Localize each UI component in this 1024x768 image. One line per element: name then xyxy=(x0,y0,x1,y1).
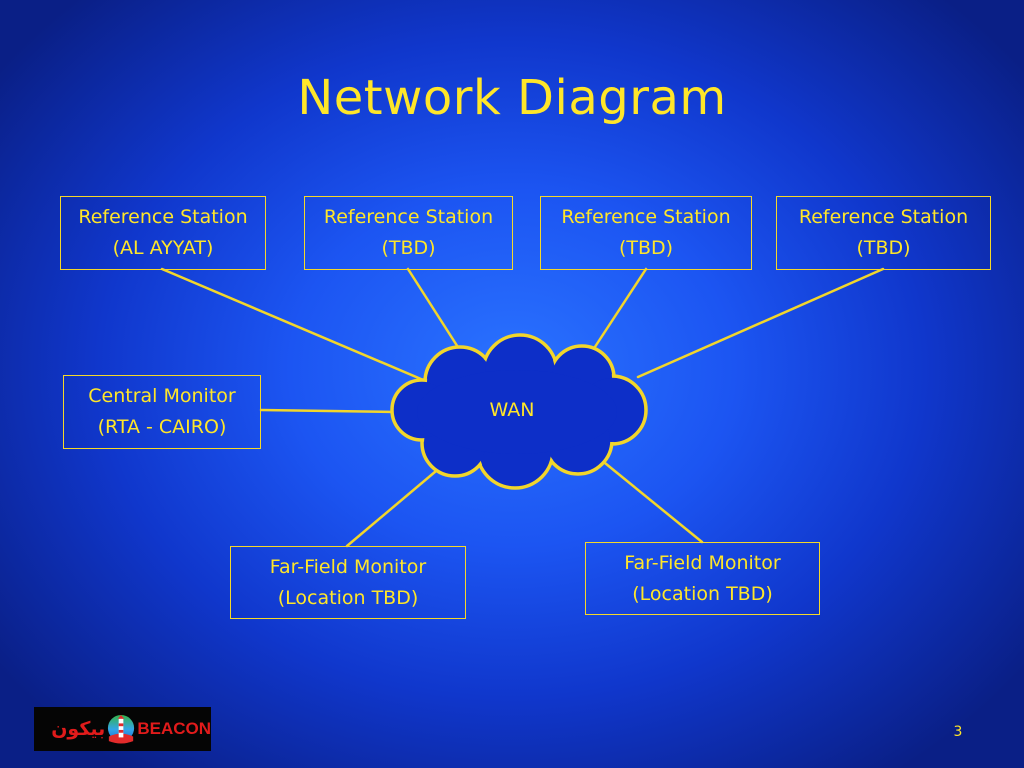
node-label-line2: (Location TBD) xyxy=(277,586,419,609)
node-label-line1: Far-Field Monitor xyxy=(624,551,781,574)
node-label-line2: (RTA - CAIRO) xyxy=(97,416,227,438)
link-far-1 xyxy=(345,464,444,548)
far-field-monitor-1: Far-Field Monitor (Location TBD) xyxy=(230,546,466,619)
node-label-line1: Central Monitor xyxy=(88,385,236,407)
node-label-line2: (TBD) xyxy=(618,237,674,259)
beacon-logo: بيكون BEACON xyxy=(34,707,211,751)
lighthouse-icon xyxy=(108,714,135,744)
link-ref-4 xyxy=(636,267,885,379)
link-far-2 xyxy=(598,457,704,544)
node-label-line2: (Location TBD) xyxy=(632,582,773,605)
logo-arabic-text: بيكون xyxy=(51,718,106,740)
node-label-line2: (TBD) xyxy=(856,237,911,259)
reference-station-al-ayyat: Reference Station (AL AYYAT) xyxy=(60,196,266,270)
node-label-line1: Reference Station xyxy=(78,206,248,228)
node-label-line2: (AL AYYAT) xyxy=(112,237,214,259)
node-label-line2: (TBD) xyxy=(381,237,436,259)
node-label-line1: Far-Field Monitor xyxy=(269,555,427,578)
page-number: 3 xyxy=(953,724,963,740)
logo-latin-text: BEACON xyxy=(137,719,211,738)
far-field-monitor-2: Far-Field Monitor (Location TBD) xyxy=(585,542,820,615)
slide-title: Network Diagram xyxy=(297,70,727,126)
wan-label: WAN xyxy=(489,399,535,421)
node-label-line1: Reference Station xyxy=(561,206,731,228)
node-label-line1: Reference Station xyxy=(798,206,969,228)
reference-station-tbd-2: Reference Station (TBD) xyxy=(540,196,752,270)
link-central xyxy=(259,408,398,414)
central-monitor: Central Monitor (RTA - CAIRO) xyxy=(63,375,261,449)
link-ref-1 xyxy=(160,267,430,384)
node-label-line1: Reference Station xyxy=(323,206,494,228)
link-ref-3 xyxy=(587,267,648,358)
reference-station-tbd-1: Reference Station (TBD) xyxy=(304,196,513,270)
reference-station-tbd-3: Reference Station (TBD) xyxy=(776,196,991,270)
